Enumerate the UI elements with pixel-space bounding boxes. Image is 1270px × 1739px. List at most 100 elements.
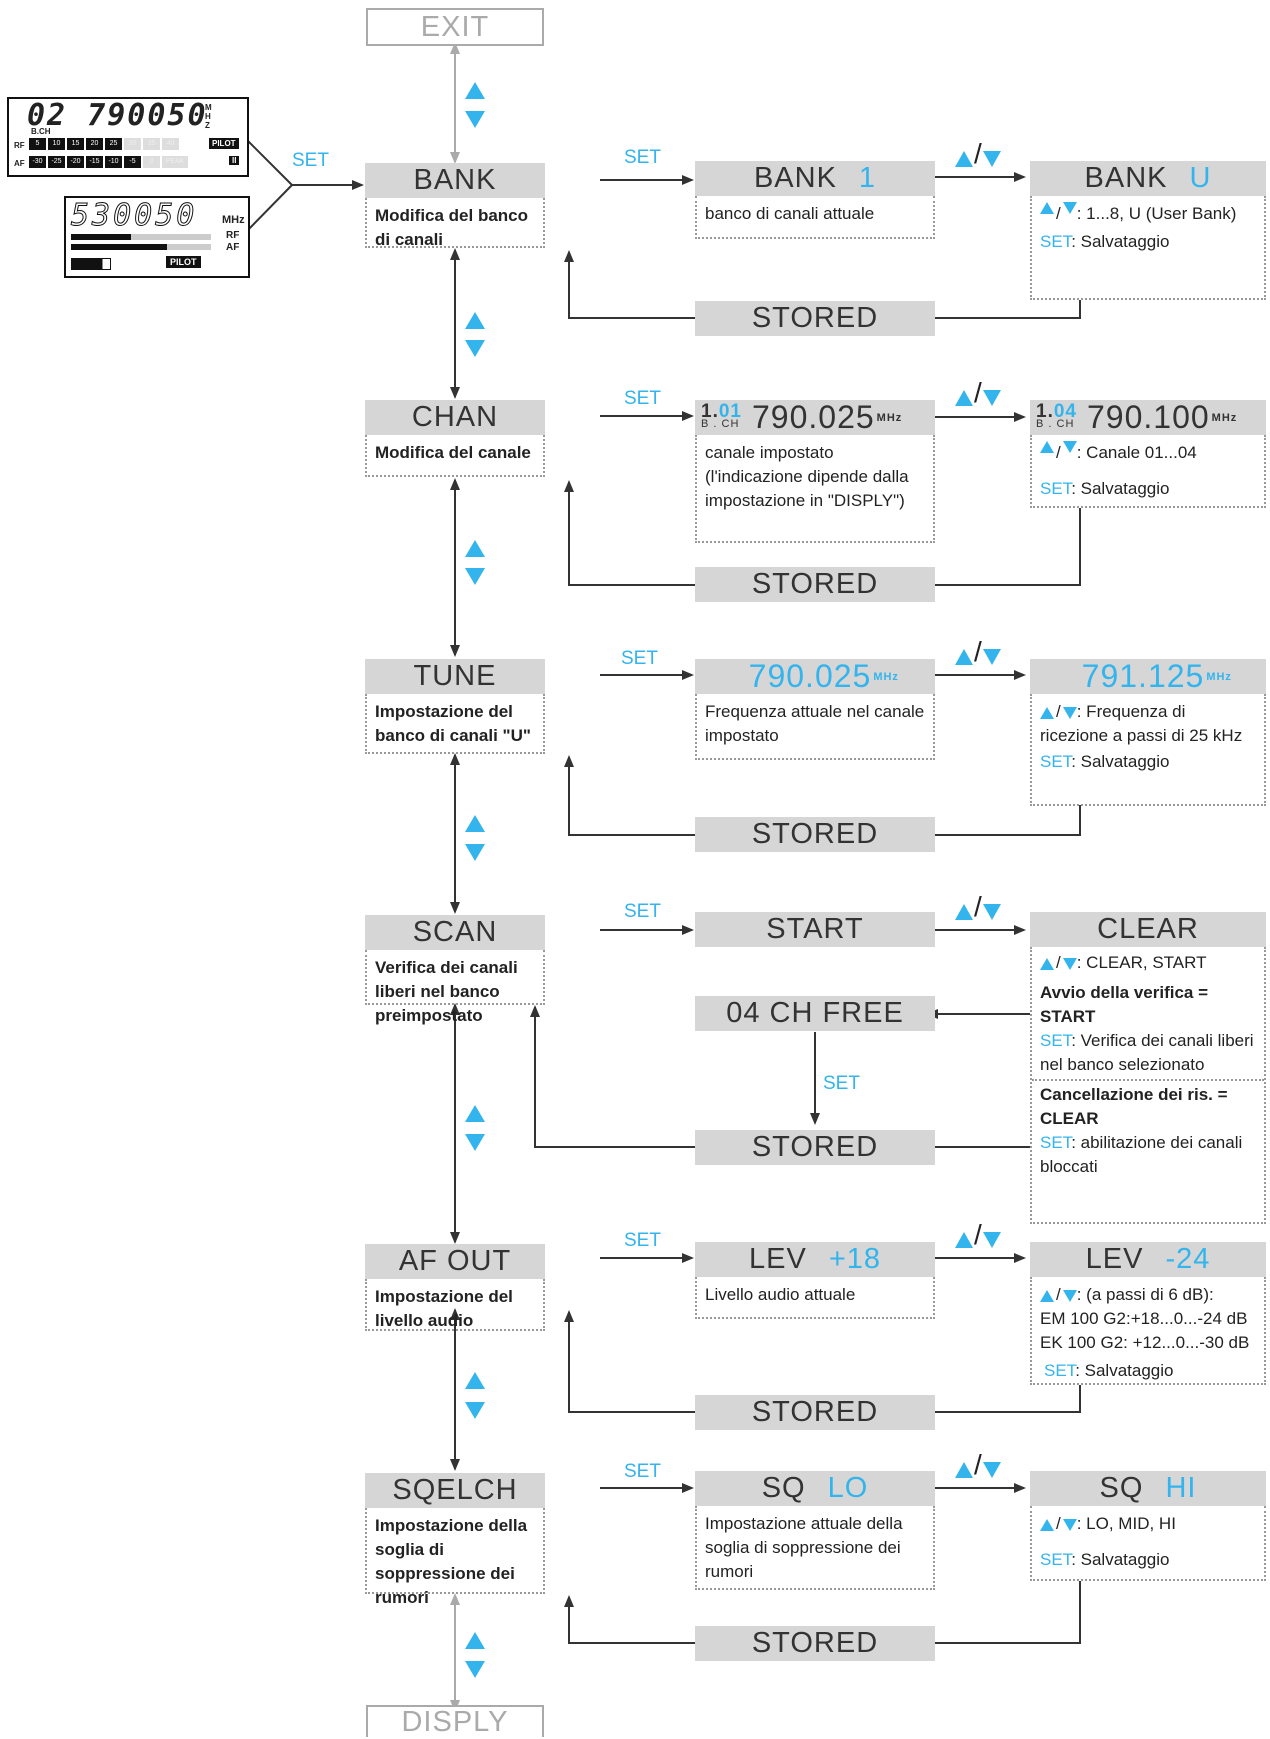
menu-bank-header[interactable]: BANK xyxy=(365,163,545,198)
exit-box[interactable]: EXIT xyxy=(366,8,544,46)
set-label: SET xyxy=(823,1073,860,1094)
receiver-lcd-display: 02 790050 B.CH MHZ RF AF 5 10 15 20 25 3… xyxy=(7,97,249,177)
channel-number: 04 xyxy=(1053,400,1077,422)
menu-af-out-header[interactable]: AF OUT xyxy=(365,1244,545,1279)
af-ek-range: EK 100 G2: +12...0...-30 dB xyxy=(1040,1333,1250,1352)
af-current-description: Livello audio attuale xyxy=(695,1277,935,1319)
lcd-pilot-badge: PILOT xyxy=(209,138,239,149)
scan-free-channels-box: 04 CH FREE xyxy=(695,996,935,1031)
save-text: Salvataggio xyxy=(1080,232,1170,251)
lcd-pilot-badge: PILOT xyxy=(166,256,201,268)
down-icon xyxy=(1062,1518,1077,1531)
slash-text: / xyxy=(974,377,982,408)
lcd-frequency: 530050 xyxy=(70,198,198,233)
up-arrow-icon xyxy=(465,1632,485,1649)
mhz-unit: MHz xyxy=(1206,670,1232,683)
rf-segment: 25 xyxy=(105,138,122,150)
mhz-unit: MHz xyxy=(876,411,903,424)
menu-scan-header[interactable]: SCAN xyxy=(365,915,545,950)
set-key-label: SET xyxy=(1040,1133,1072,1152)
lcd-rf-label: RF xyxy=(14,141,25,150)
battery-icon xyxy=(71,258,111,270)
set-key-label: SET xyxy=(1040,1550,1072,1569)
up-icon xyxy=(1040,1289,1054,1302)
menu-chan-header[interactable]: CHAN xyxy=(365,400,545,435)
set-label: SET xyxy=(624,901,661,922)
up-arrow-icon xyxy=(465,815,485,832)
down-icon xyxy=(1062,441,1077,453)
menu-scan-description: Verifica dei canali liberi nel banco pre… xyxy=(365,950,545,1025)
tune-stored-box: STORED xyxy=(695,817,935,852)
bank-new-value: U xyxy=(1189,162,1212,194)
scan-clear-header[interactable]: CLEAR xyxy=(1030,912,1266,947)
menu-tune-header[interactable]: TUNE xyxy=(365,659,545,694)
tune-current-description: Frequenza attuale nel canale impostato xyxy=(695,694,935,760)
scan-options-text: : CLEAR, START xyxy=(1076,953,1207,972)
af-segment: -15 xyxy=(86,156,103,168)
af-new-options: /: (a passi di 6 dB): EM 100 G2:+18...0.… xyxy=(1030,1277,1266,1385)
scan-start-header[interactable]: START xyxy=(695,912,935,947)
up-icon xyxy=(1040,202,1054,214)
bank-new-title: BANK xyxy=(1084,162,1168,194)
down-arrow-icon xyxy=(465,1134,485,1151)
bch-label: B . CH xyxy=(1036,417,1075,430)
slash-text: / xyxy=(1056,1514,1061,1533)
menu-sqelch-header[interactable]: SQELCH xyxy=(365,1473,545,1508)
af-current-header[interactable]: LEV+18 xyxy=(695,1242,935,1277)
display-box[interactable]: DISPLY xyxy=(366,1705,544,1738)
slash-text: / xyxy=(1056,1285,1061,1304)
up-down-slash-icon: / xyxy=(955,138,1001,170)
up-arrow-icon xyxy=(465,540,485,557)
af-new-header[interactable]: LEV-24 xyxy=(1030,1242,1266,1277)
up-icon xyxy=(1040,706,1054,719)
tune-new-options: /: Frequenza di ricezione a passi di 25 … xyxy=(1030,694,1266,806)
set-key-label: SET xyxy=(1040,479,1072,498)
slash-text: / xyxy=(974,1449,982,1480)
chan-new-frequency: 790.100 xyxy=(1087,399,1210,435)
channel-number: 01 xyxy=(718,400,742,422)
bank-new-options: /: 1...8, U (User Bank) SET: Salvataggio xyxy=(1030,196,1266,300)
af-segment: -10 xyxy=(105,156,122,168)
sq-current-title: SQ xyxy=(761,1472,806,1504)
up-icon xyxy=(1040,441,1054,453)
bank-current-description: banco di canali attuale xyxy=(695,196,935,239)
scan-clear-options: /: CLEAR, START Avvio della verifica = S… xyxy=(1030,947,1266,1224)
bank-current-title: BANK xyxy=(753,162,837,194)
af-options-text: : (a passi di 6 dB): xyxy=(1076,1285,1214,1304)
sq-current-value: LO xyxy=(827,1472,869,1504)
scan-stored-box: STORED xyxy=(695,1130,935,1165)
rf-segment: 20 xyxy=(86,138,103,150)
set-label: SET xyxy=(624,388,661,409)
up-down-slash-icon: / xyxy=(955,636,1001,668)
chan-current-description: canale impostato (l'indicazione dipende … xyxy=(695,435,935,543)
menu-chan-description: Modifica del canale xyxy=(365,435,545,477)
down-icon xyxy=(1062,957,1077,970)
slash-text: / xyxy=(974,636,982,667)
rf-segment: 30 xyxy=(124,138,141,150)
lcd-frequency: 02 790050 xyxy=(27,98,208,133)
af-segment: -30 xyxy=(29,156,46,168)
lcd-mhz-label: MHZ xyxy=(205,103,212,130)
down-arrow-icon xyxy=(465,340,485,357)
sq-current-header[interactable]: SQ LO xyxy=(695,1471,935,1506)
tune-current-frequency: 790.025 xyxy=(748,658,872,694)
bank-number: 1. xyxy=(1036,400,1054,422)
menu-sqelch-description: Impostazione della soglia di soppression… xyxy=(365,1508,545,1607)
rf-bar xyxy=(71,234,211,240)
up-arrow-icon xyxy=(465,312,485,329)
set-key-label: SET xyxy=(1040,232,1072,251)
set-label: SET xyxy=(621,648,658,669)
lcd-mhz-label: MHz xyxy=(222,214,245,226)
rf-segment: 15 xyxy=(67,138,84,150)
bank-new-header[interactable]: BANK U xyxy=(1030,161,1266,196)
transmitter-lcd-display: 530050 MHz RF AF PILOT xyxy=(64,196,250,278)
sq-options-text: : LO, MID, HI xyxy=(1076,1514,1176,1533)
down-icon xyxy=(1062,1289,1077,1302)
up-icon xyxy=(1040,1518,1054,1531)
